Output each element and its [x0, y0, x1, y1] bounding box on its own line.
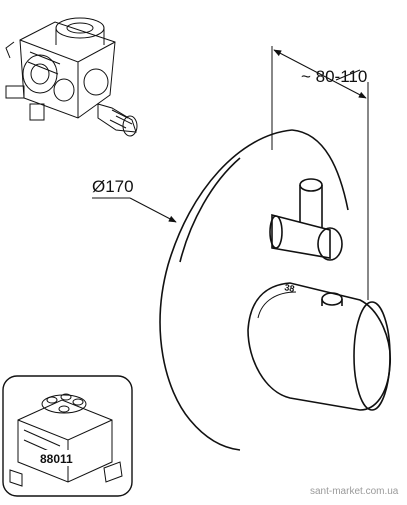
part-number-label: 88011 — [40, 452, 73, 466]
diverter-handle — [269, 178, 343, 261]
inset-box: 88011 — [2, 375, 133, 497]
svg-text:38: 38 — [284, 282, 296, 294]
valve-body-illustration — [5, 17, 138, 137]
watermark-text: sant-market.com.ua — [310, 486, 399, 497]
diameter-dimension: Ø170 — [92, 177, 177, 223]
depth-label: ~ 80-110 — [301, 67, 367, 86]
escutcheon-plate — [159, 129, 349, 451]
diameter-label: Ø170 — [92, 177, 134, 196]
depth-dimension: ~ 80-110 — [271, 46, 369, 300]
thermostatic-knob: 38 — [247, 282, 391, 411]
